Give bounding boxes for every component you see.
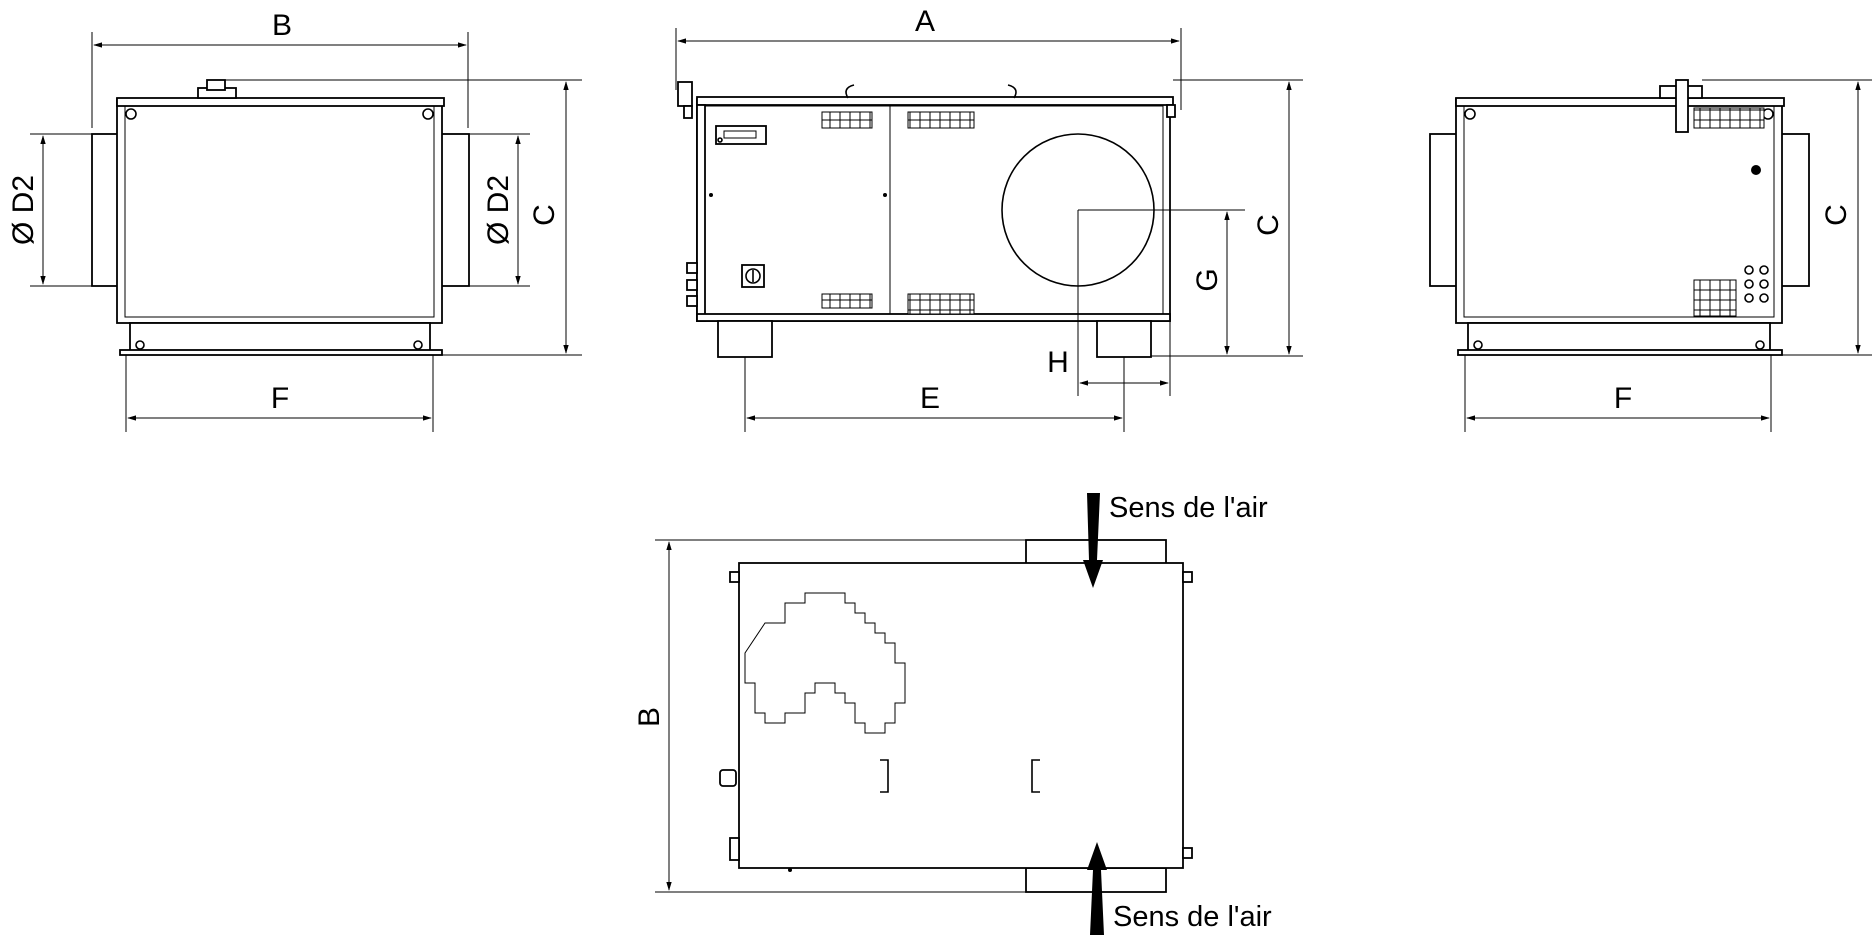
airflow-label-top: Sens de l'air	[1109, 492, 1268, 524]
dim-label-d2-right: Ø D2	[482, 175, 515, 245]
dim-label-b-left: B	[272, 9, 292, 42]
top-view-dimensions: B	[633, 539, 1026, 893]
dim-label-c-left: C	[528, 204, 561, 226]
airflow-in: Sens de l'air	[1083, 492, 1268, 588]
dim-label-d2-left: Ø D2	[7, 175, 40, 245]
right-view-dimensions: C F	[1464, 79, 1872, 432]
airflow-arrow-up-icon	[1087, 842, 1107, 935]
dim-label-f-right: F	[1614, 382, 1632, 415]
dim-label-c-right: C	[1820, 204, 1853, 226]
left-side-view	[91, 79, 470, 356]
left-view-dimensions: B Ø D2 Ø D2 C F	[7, 9, 582, 432]
dim-label-g: G	[1191, 268, 1224, 291]
right-side-view	[1429, 79, 1810, 356]
dim-label-b-top: B	[633, 707, 666, 727]
front-view-dimensions: A C G H E	[675, 5, 1303, 432]
dim-label-a: A	[915, 5, 935, 38]
front-view	[677, 81, 1176, 358]
dim-label-e: E	[920, 382, 940, 415]
airflow-out: Sens de l'air	[1087, 842, 1272, 935]
dim-label-h: H	[1047, 346, 1069, 379]
dim-label-f-left: F	[271, 382, 289, 415]
airflow-arrow-down-icon	[1083, 493, 1103, 588]
top-view	[719, 539, 1193, 893]
dim-label-c-center: C	[1252, 214, 1285, 236]
airflow-label-bottom: Sens de l'air	[1113, 901, 1272, 933]
top-view-grille	[744, 592, 906, 734]
